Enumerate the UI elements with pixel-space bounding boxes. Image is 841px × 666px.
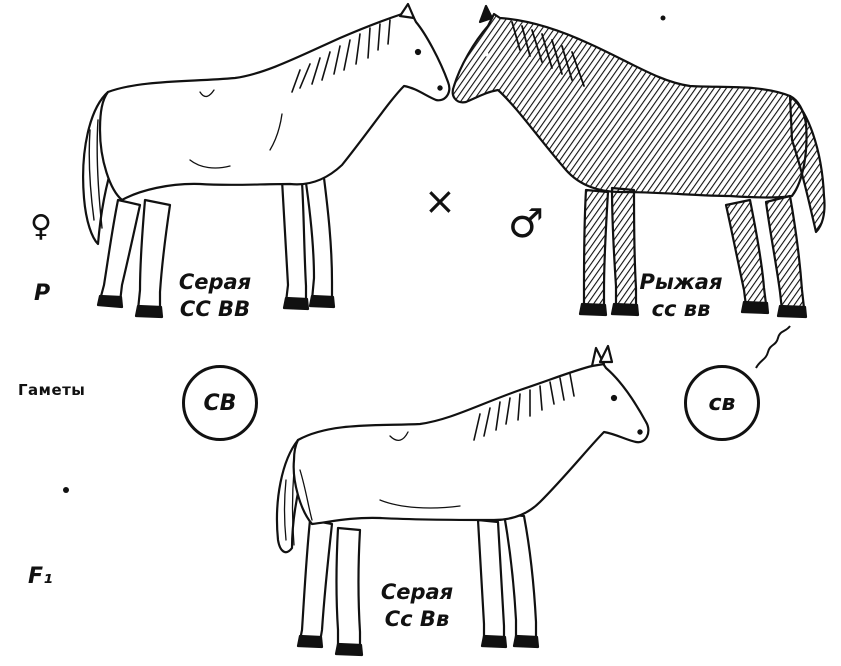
cross-symbol: ×	[424, 182, 456, 220]
generation-label-parents: P	[34, 283, 50, 305]
male-gamete-genotype: cв	[709, 391, 736, 416]
male-parent-genotype: cc вв	[626, 299, 736, 320]
male-symbol: ♂	[508, 204, 544, 244]
female-gamete-genotype: CB	[204, 391, 237, 416]
chestnut-horse-icon	[453, 6, 825, 317]
speck-mark	[63, 487, 69, 493]
male-parent-color: Рыжая	[626, 272, 736, 293]
female-parent-genotype: CC BB	[160, 299, 270, 320]
female-parent-color: Серая	[160, 272, 270, 293]
generation-label-f1: F₁	[28, 566, 53, 588]
female-symbol: ♀	[30, 212, 52, 242]
female-parent-label: Серая CC BB	[160, 272, 270, 320]
male-gamete-circle: cв	[684, 365, 760, 441]
offspring-label: Серая Cc Вв	[362, 582, 472, 630]
sperm-tail-icon	[756, 326, 790, 368]
generation-label-gametes: Гаметы	[18, 383, 85, 398]
male-parent-label: Рыжая cc вв	[626, 272, 736, 320]
gray-horse-icon	[83, 4, 449, 317]
offspring-color: Серая	[362, 582, 472, 603]
female-gamete-circle: CB	[182, 365, 258, 441]
offspring-genotype: Cc Вв	[362, 609, 472, 630]
speck-mark	[661, 16, 666, 21]
